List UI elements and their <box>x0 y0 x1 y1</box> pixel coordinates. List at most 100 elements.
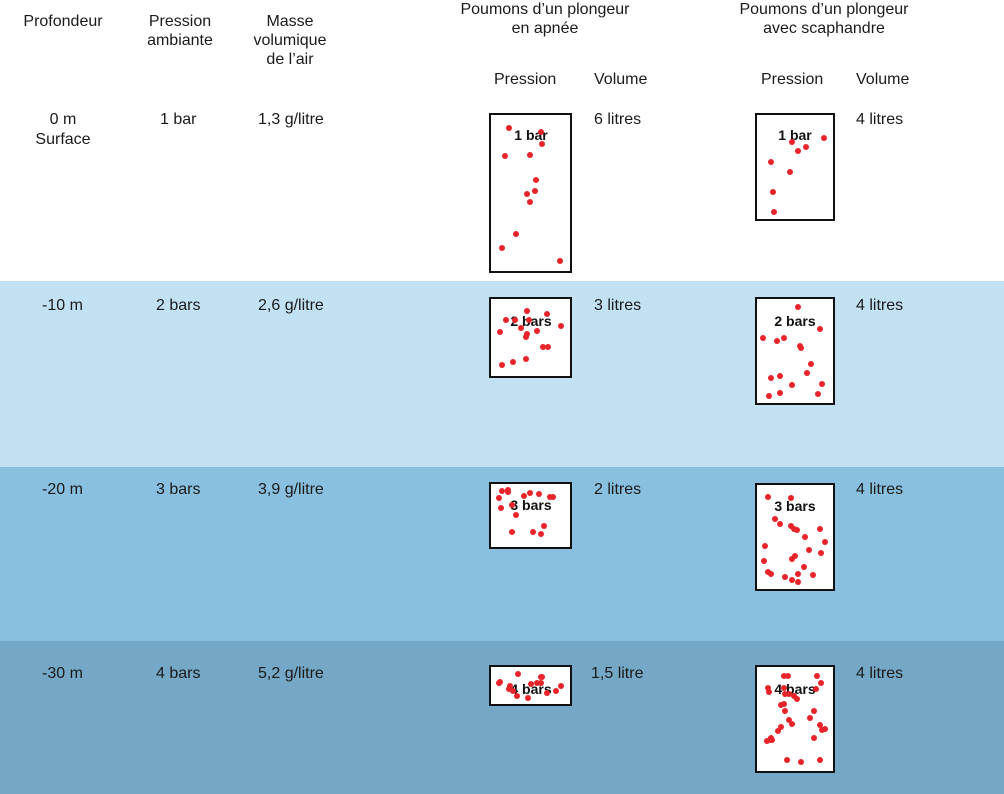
air-molecule-dot <box>781 672 788 679</box>
row-density: 3,9 g/litre <box>258 481 324 498</box>
scuba-lung-pressure-label: 1 bar <box>778 127 812 143</box>
air-molecule-dot <box>803 369 810 376</box>
air-molecule-dot <box>503 316 510 323</box>
header-apnea-pressure: Pression <box>494 71 557 88</box>
header-scuba-title: Poumons d’un plongeur avec scaphandre <box>739 1 909 37</box>
air-molecule-dot <box>526 198 533 205</box>
air-molecule-dot <box>813 686 820 693</box>
header-depth: Profondeur <box>23 13 103 30</box>
air-molecule-dot <box>814 672 821 679</box>
air-molecule-dot <box>821 726 828 733</box>
row-depth: -30 m <box>42 665 83 682</box>
air-molecule-dot <box>509 502 516 509</box>
air-molecule-dot <box>810 735 817 742</box>
air-molecule-dot <box>794 579 801 586</box>
air-molecule-dot <box>765 494 772 501</box>
air-molecule-dot <box>788 522 795 529</box>
air-molecule-dot <box>806 715 813 722</box>
air-molecule-dot <box>765 393 772 400</box>
row-pressure: 3 bars <box>156 481 201 498</box>
air-molecule-dot <box>524 307 531 314</box>
air-molecule-dot <box>525 317 532 324</box>
air-molecule-dot <box>514 692 521 699</box>
air-molecule-dot <box>818 550 824 557</box>
air-molecule-dot <box>785 690 792 697</box>
row-pressure: 1 bar <box>160 111 197 128</box>
air-molecule-dot <box>550 494 557 501</box>
air-molecule-dot <box>506 686 513 693</box>
air-molecule-dot <box>544 689 551 696</box>
apnea-lung-box: 1 bar <box>489 113 572 273</box>
air-molecule-dot <box>785 716 792 723</box>
air-molecule-dot <box>800 564 807 571</box>
air-molecule-dot <box>527 489 534 496</box>
air-molecule-dot <box>817 326 824 333</box>
air-molecule-dot <box>511 317 518 324</box>
air-molecule-dot <box>791 693 798 700</box>
apnea-lung-box: 3 bars <box>489 482 572 549</box>
apnea-lung-pressure-label: 3 bars <box>510 497 552 513</box>
air-molecule-dot <box>780 684 787 691</box>
row-density: 2,6 g/litre <box>258 297 324 314</box>
air-molecule-dot <box>790 526 797 533</box>
air-molecule-dot <box>777 389 784 396</box>
air-molecule-dot <box>760 557 767 564</box>
air-molecule-dot <box>789 576 796 583</box>
air-molecule-dot <box>767 158 774 165</box>
air-molecule-dot <box>527 151 534 158</box>
row-pressure: 4 bars <box>156 665 201 682</box>
air-molecule-dot <box>780 334 787 341</box>
air-molecule-dot <box>497 328 504 335</box>
air-molecule-dot <box>770 208 777 215</box>
air-molecule-dot <box>501 153 508 160</box>
scuba-lung-pressure-label: 2 bars <box>774 313 816 329</box>
air-molecule-dot <box>499 362 506 369</box>
air-molecule-dot <box>538 129 545 136</box>
air-molecule-dot <box>795 148 801 155</box>
air-molecule-dot <box>515 670 522 677</box>
row-depth: 0 m <box>49 111 77 128</box>
air-molecule-dot <box>512 511 519 518</box>
row-apnea-volume: 6 litres <box>594 111 642 128</box>
air-molecule-dot <box>505 125 512 132</box>
air-molecule-dot <box>509 359 516 366</box>
air-molecule-dot <box>534 328 541 335</box>
air-molecule-dot <box>784 757 791 764</box>
row-scuba-volume: 4 litres <box>856 481 904 498</box>
air-molecule-dot <box>795 304 802 311</box>
air-molecule-dot <box>811 707 818 714</box>
row-depth: -10 m <box>42 297 83 314</box>
air-molecule-dot <box>771 515 778 522</box>
air-molecule-dot <box>791 552 798 559</box>
air-molecule-dot <box>517 324 524 331</box>
air-molecule-dot <box>499 488 506 495</box>
air-molecule-dot <box>524 330 531 337</box>
air-molecule-dot <box>523 334 530 341</box>
scuba-lung-box: 2 bars <box>755 297 835 405</box>
air-molecule-dot <box>794 571 801 578</box>
air-molecule-dot <box>531 188 538 195</box>
air-molecule-dot <box>539 674 546 681</box>
header-scuba-volume: Volume <box>856 71 910 88</box>
scuba-lung-box: 3 bars <box>755 483 835 591</box>
air-molecule-dot <box>789 720 796 727</box>
air-molecule-dot <box>496 679 503 686</box>
air-molecule-dot <box>782 691 789 698</box>
header-density: Masse volumique de l’air <box>253 13 327 68</box>
row-depth: -20 m <box>42 481 83 498</box>
air-molecule-dot <box>761 543 768 550</box>
air-molecule-dot <box>781 573 788 580</box>
air-molecule-dot <box>805 546 812 553</box>
apnea-lung-box: 4 bars <box>489 665 572 706</box>
row-apnea-volume: 3 litres <box>594 297 642 314</box>
air-molecule-dot <box>782 708 789 715</box>
row-density: 5,2 g/litre <box>258 665 324 682</box>
header-scuba-pressure: Pression <box>761 71 824 88</box>
scuba-lung-box: 4 bars <box>755 665 835 773</box>
air-molecule-dot <box>539 140 546 147</box>
air-molecule-dot <box>765 689 772 696</box>
row-pressure: 2 bars <box>156 297 201 314</box>
row-depth-note: Surface <box>35 131 91 148</box>
air-molecule-dot <box>553 688 560 695</box>
air-molecule-dot <box>546 493 553 500</box>
